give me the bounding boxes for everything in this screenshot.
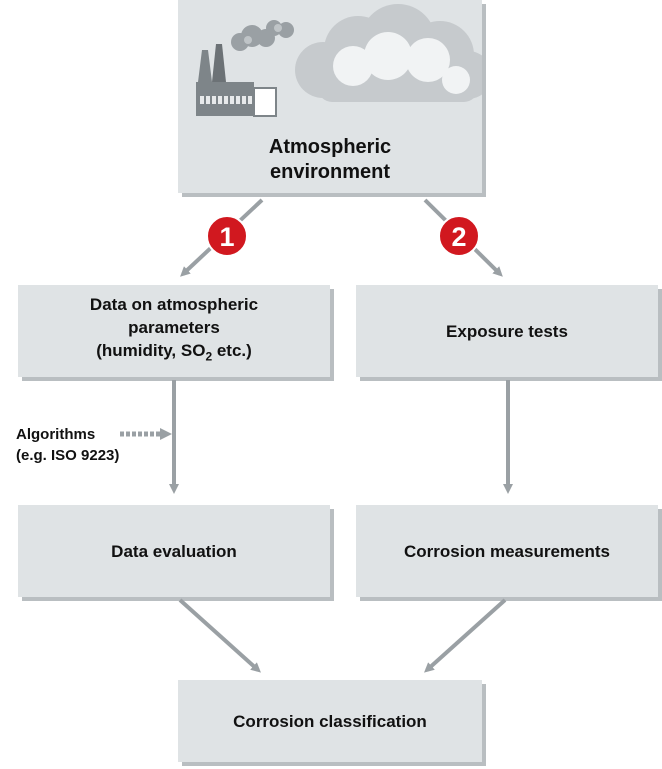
atmospheric-environment-box: Atmospheric environment xyxy=(178,0,482,193)
algorithms-dotted-arrow xyxy=(120,428,172,440)
env-line-1: Atmospheric xyxy=(268,136,392,158)
factory-cloud-illustration xyxy=(196,4,482,117)
arrow-eval-to-class xyxy=(178,598,261,673)
data-evaluation-box: Data evaluation xyxy=(18,505,330,597)
exposure-tests-box: Exposure tests xyxy=(356,285,658,377)
exposure-tests-label: Exposure tests xyxy=(446,321,568,341)
data-line-1: Data on atmospheric xyxy=(89,295,259,315)
data-on-parameters-box: Data on atmospheric parameters (humidity… xyxy=(18,285,330,377)
algorithms-annotation: Algorithms (e.g. ISO 9223) xyxy=(16,424,119,466)
corrosion-classification-box: Corrosion classification xyxy=(178,680,482,762)
corrosion-measurements-box: Corrosion measurements xyxy=(356,505,658,597)
so2-subscript: 2 xyxy=(205,349,213,364)
badge-2: 2 xyxy=(438,215,480,257)
algorithms-label: Algorithms xyxy=(16,426,96,443)
badge-1: 1 xyxy=(206,215,248,257)
corrosion-measurements-label: Corrosion measurements xyxy=(404,541,610,561)
data-line-3a: (humidity, SO xyxy=(96,341,206,361)
badge-1-label: 1 xyxy=(219,222,234,252)
data-line-3b: etc.) xyxy=(212,341,252,361)
badge-2-label: 2 xyxy=(451,222,466,252)
cloud-icon xyxy=(231,4,482,102)
corrosion-classification-label: Corrosion classification xyxy=(233,711,427,731)
data-on-parameters-label: Data on atmospheric parameters (humidity… xyxy=(90,293,258,368)
arrow-corr-to-class xyxy=(424,598,507,673)
factory-icon xyxy=(196,44,277,117)
data-evaluation-label: Data evaluation xyxy=(111,541,237,561)
env-line-2: environment xyxy=(269,161,391,183)
data-line-2: parameters xyxy=(128,318,220,338)
algorithms-example: (e.g. ISO 9223) xyxy=(16,447,120,464)
atmospheric-environment-label: Atmospheric environment xyxy=(269,135,391,193)
